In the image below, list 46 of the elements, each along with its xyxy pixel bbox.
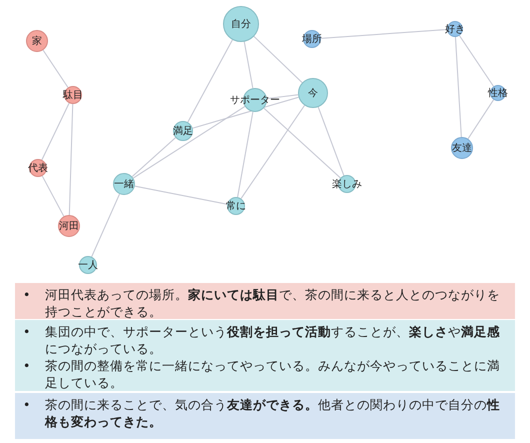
connector-line [263, 108, 341, 178]
bullet-text: 集団の中で、サポーターという役割を担って活動することが、楽しさや満足感につながっている。 [45, 323, 501, 357]
connector-line [68, 104, 74, 216]
connector-line [42, 50, 68, 88]
connector-line [318, 106, 344, 176]
word-circle: 駄目 [62, 86, 84, 104]
connector-line [187, 39, 233, 123]
word-circle: 一緒 [113, 173, 135, 195]
connector-line [91, 194, 120, 258]
connector-line [132, 137, 176, 178]
connector-line [192, 96, 300, 129]
connector-line [237, 111, 254, 198]
comment-band [15, 283, 515, 319]
word-circle: 代表 [27, 159, 49, 177]
word-circle: 河田 [58, 215, 80, 237]
connector-line [132, 106, 246, 179]
connector-line [41, 102, 70, 160]
word-circle: 自分 [223, 6, 259, 42]
bullet-text: 河田代表あっての場所。家にいては駄目で、茶の間に来ると人とのつながりを持つことができる。 [45, 286, 501, 320]
connector-line [244, 41, 254, 89]
word-circle: 一人 [77, 256, 99, 274]
connector-line [468, 99, 494, 140]
bullet-mark: • [23, 357, 32, 374]
bullet-mark: • [23, 323, 32, 340]
bullet-mark: • [23, 396, 32, 413]
bullet-text: 茶の間の整備を常に一緒になってやっている。みんなが今やっていることに満足している。 [45, 357, 501, 391]
bullet-text: 茶の間に来ることで、気の合う友達ができる。他者との関わりの中で自分の性格も変わってきた。 [45, 396, 501, 430]
word-circle: 今 [298, 78, 328, 108]
word-circle: 満足 [172, 121, 194, 141]
word-circle: 友達 [451, 137, 473, 159]
connector-line [134, 186, 228, 205]
connector-line [42, 175, 64, 217]
word-circle: 常に [225, 197, 247, 215]
word-circle: 好き [444, 21, 466, 37]
connector-line [320, 29, 448, 39]
word-circle: 家 [26, 30, 48, 52]
connector-line [254, 36, 303, 84]
word-circle: 場所 [301, 30, 323, 48]
connector-line [240, 104, 306, 200]
comment-band [15, 393, 515, 439]
word-circle: 性格 [487, 85, 509, 101]
comment-band [15, 320, 515, 391]
connector-line [458, 35, 494, 87]
bullet-mark: • [23, 286, 32, 303]
connector-line [266, 94, 299, 100]
connector-line [454, 36, 462, 138]
